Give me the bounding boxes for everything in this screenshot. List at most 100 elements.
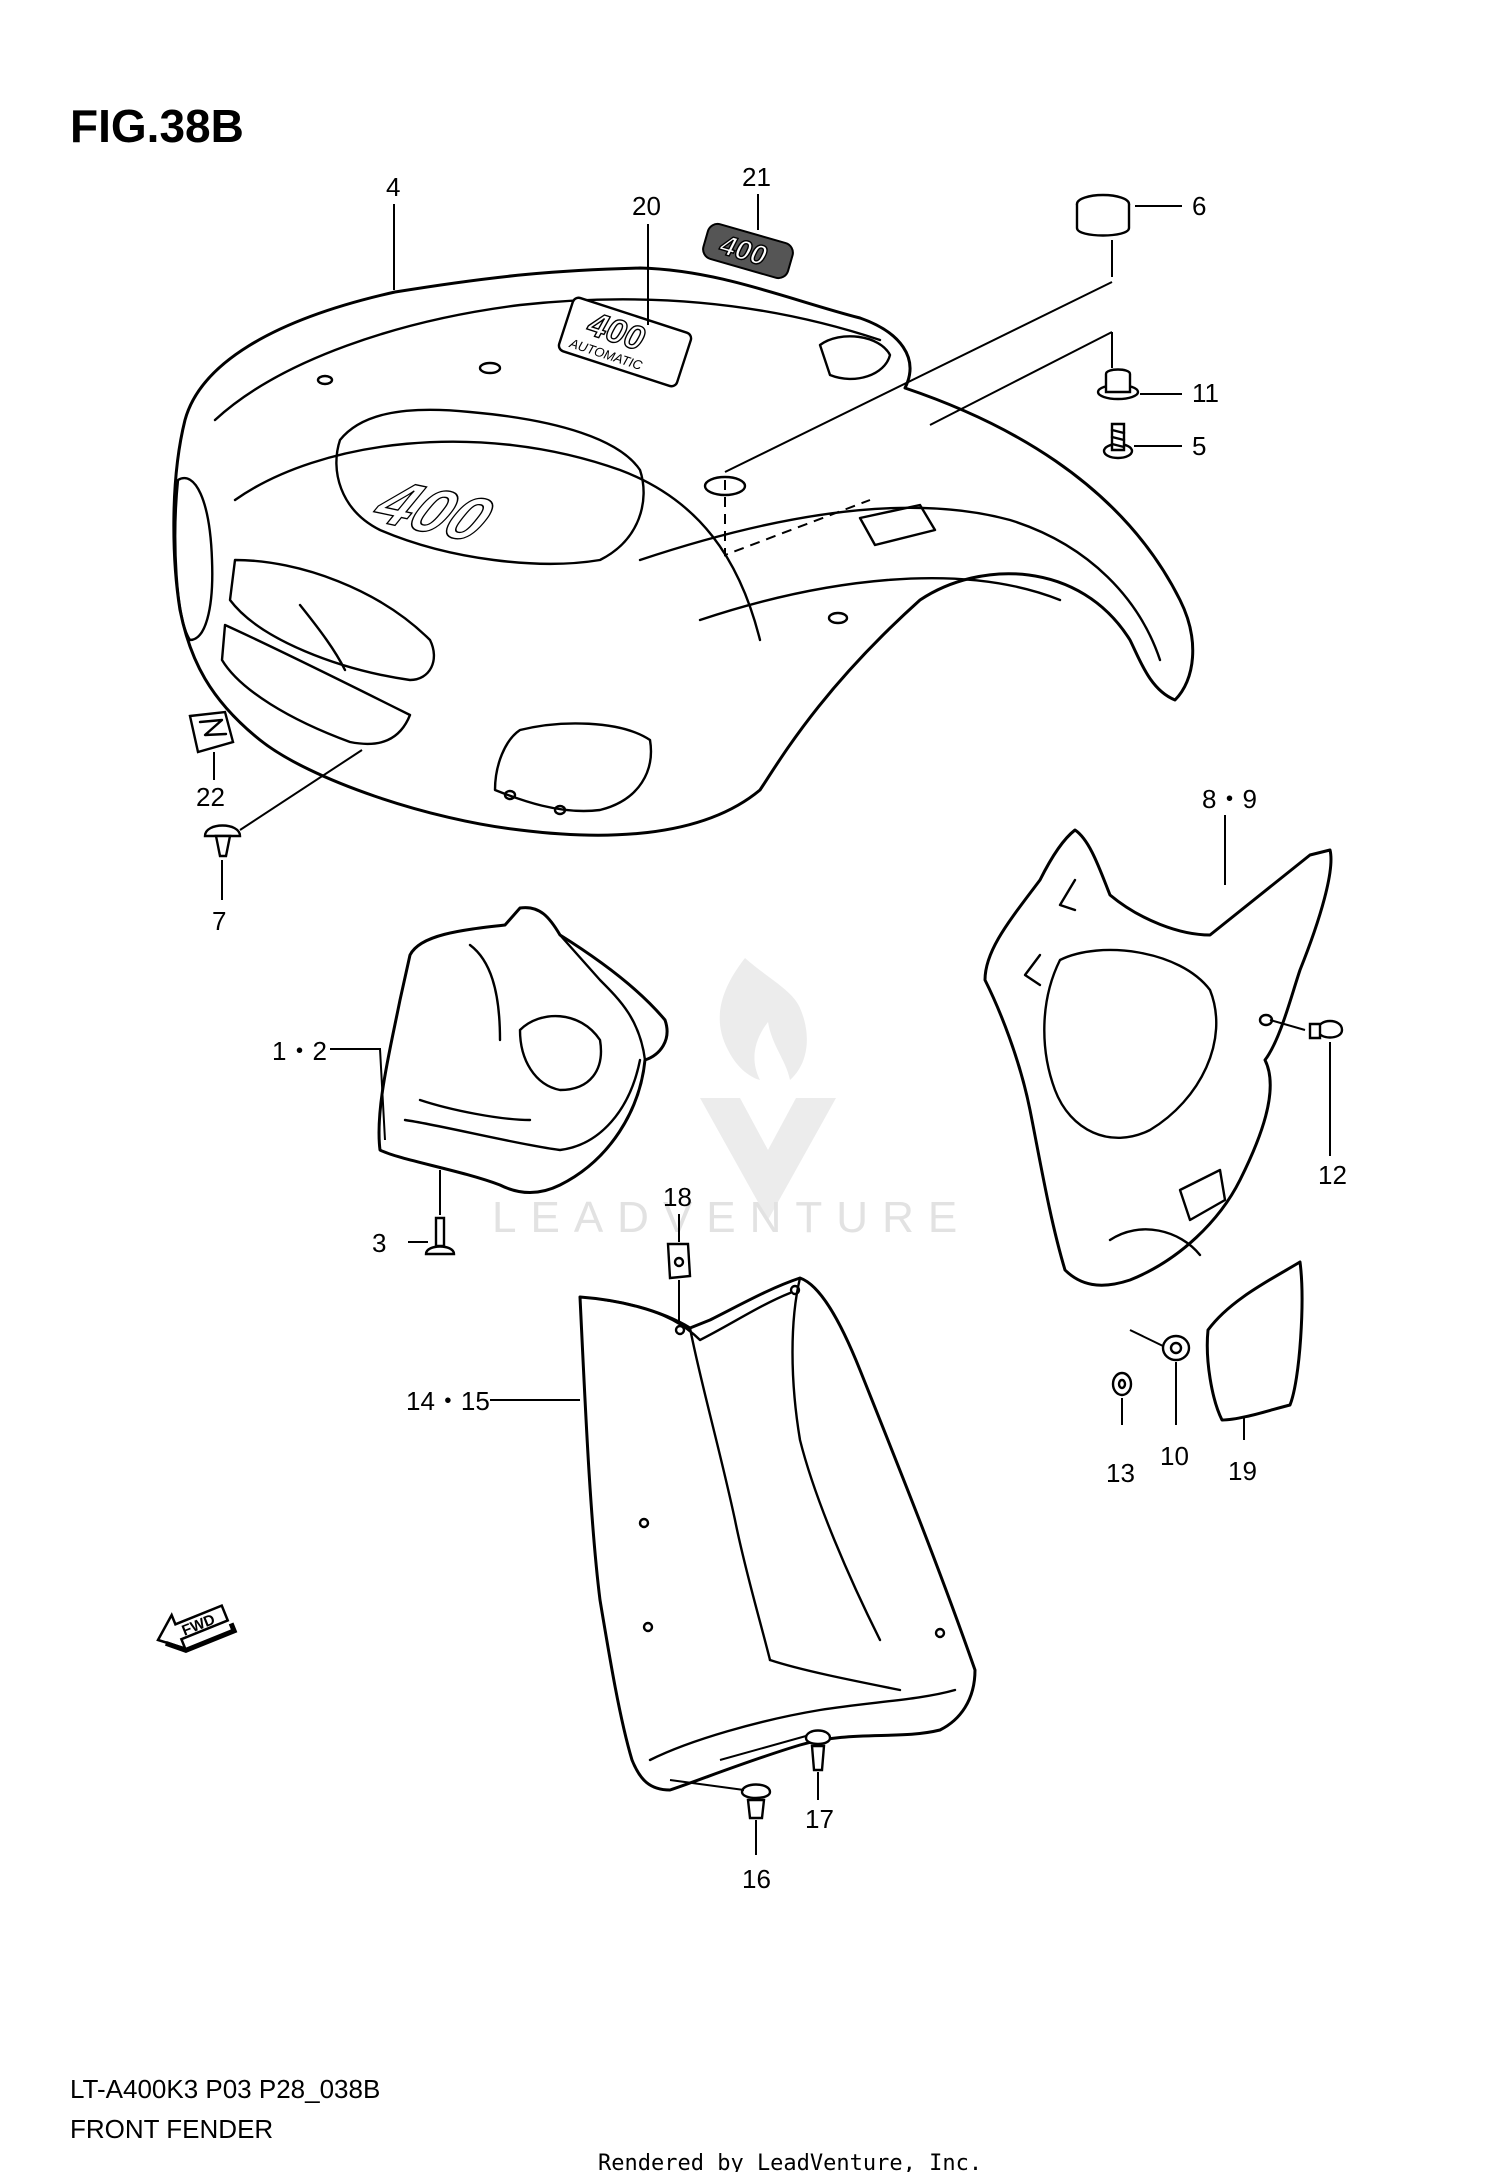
front-fender-part[interactable]: 400 bbox=[172, 266, 1195, 837]
lid-19-outline bbox=[1205, 1260, 1304, 1422]
grille-lower-slot bbox=[220, 623, 412, 746]
right-panel-outline bbox=[983, 828, 1333, 1287]
watermark-flame-icon bbox=[719, 958, 807, 1080]
clip-16-shank bbox=[746, 1798, 766, 1820]
mud-guard-lower-lip bbox=[648, 1688, 957, 1762]
right-vent bbox=[858, 503, 937, 547]
callout-21: 21 bbox=[742, 162, 771, 192]
callout-6: 6 bbox=[1192, 191, 1206, 221]
mud-guard-inner-line bbox=[791, 1276, 882, 1642]
mount-dashed-line bbox=[724, 480, 871, 557]
watermark-text: LEADVENTURE bbox=[492, 1193, 971, 1242]
bolt-5-thread bbox=[1110, 428, 1126, 449]
leader-16-to-guard bbox=[669, 1779, 745, 1791]
mud-guard-hole bbox=[674, 1324, 686, 1336]
callout-20: 20 bbox=[632, 191, 661, 221]
callout-16: 16 bbox=[742, 1864, 771, 1894]
bolt-17-shank bbox=[810, 1744, 826, 1772]
callout-13: 13 bbox=[1106, 1458, 1135, 1488]
leader-7-to-fender bbox=[239, 749, 363, 831]
callout-10: 10 bbox=[1160, 1441, 1189, 1471]
forward-arrow-icon: FWD bbox=[156, 1603, 238, 1653]
clip-16-part[interactable] bbox=[740, 1783, 772, 1820]
grille-bar bbox=[298, 603, 347, 672]
callout-19: 19 bbox=[1228, 1456, 1257, 1486]
callout-8-9: 8・9 bbox=[1202, 784, 1257, 814]
figure-title: FIG.38B bbox=[70, 100, 244, 152]
figure-caption: FRONT FENDER bbox=[70, 2114, 273, 2144]
inner-front-fender-part[interactable] bbox=[377, 906, 669, 1194]
leader-12 bbox=[1269, 1019, 1306, 1031]
clip-12-shank bbox=[1308, 1022, 1322, 1040]
inner-fender-wall bbox=[558, 933, 647, 1062]
clip-18-hole bbox=[673, 1256, 685, 1268]
cushion-part[interactable] bbox=[1075, 193, 1131, 237]
mud-guard-top-lip bbox=[603, 1291, 792, 1342]
credit-line: Rendered by LeadVenture, Inc. bbox=[598, 2151, 982, 2172]
left-side-recess bbox=[174, 477, 214, 642]
mount-leader-right bbox=[929, 331, 1113, 426]
leadventure-watermark: LEADVENTURE bbox=[492, 958, 971, 1242]
inner-fender-fold bbox=[468, 943, 502, 1042]
screw-3-part[interactable] bbox=[424, 1216, 456, 1256]
mount-leader-left bbox=[724, 281, 1113, 473]
callout-12: 12 bbox=[1318, 1160, 1347, 1190]
mud-guard-channel bbox=[768, 1658, 902, 1692]
fwd-arrow-shadow bbox=[164, 1622, 238, 1653]
inner-fender-opening bbox=[518, 1014, 603, 1092]
screw-3-head bbox=[424, 1245, 456, 1256]
mud-guard-outline bbox=[578, 1276, 977, 1792]
clip-12-part[interactable] bbox=[1308, 1019, 1344, 1040]
lid-19-part[interactable] bbox=[1205, 1260, 1304, 1422]
callout-22: 22 bbox=[196, 782, 225, 812]
right-panel-lower-slot bbox=[1178, 1168, 1227, 1222]
emblem-400-part[interactable]: 400 bbox=[701, 222, 796, 281]
callout-17: 17 bbox=[805, 1804, 834, 1834]
clip-16-head bbox=[740, 1783, 772, 1800]
mud-guard-hole bbox=[642, 1621, 654, 1633]
callout-1-2: 1・2 bbox=[272, 1036, 327, 1066]
bolt-5-part[interactable] bbox=[1102, 422, 1134, 460]
leader-10-to-panel bbox=[1129, 1329, 1164, 1347]
fender-small-hole bbox=[316, 374, 334, 386]
clip-12-head bbox=[1316, 1019, 1344, 1039]
inner-fender-floor bbox=[418, 1098, 532, 1122]
fender-crest-line bbox=[213, 298, 882, 422]
mud-guard-part[interactable] bbox=[578, 1276, 977, 1792]
grommet-10-body bbox=[1161, 1334, 1191, 1362]
screw-7-part[interactable] bbox=[203, 824, 242, 858]
collar-part[interactable] bbox=[1096, 368, 1140, 401]
callout-11: 11 bbox=[1192, 378, 1219, 408]
grommet-10-part[interactable] bbox=[1161, 1334, 1191, 1362]
inner-fender-rim bbox=[403, 1058, 642, 1152]
emblem-21-plate bbox=[702, 222, 794, 280]
screw-7-shank bbox=[214, 834, 232, 858]
washer-13-hole bbox=[1117, 1378, 1127, 1390]
washer-13-ring bbox=[1111, 1371, 1133, 1397]
clip-18-part[interactable] bbox=[666, 1242, 692, 1280]
fender-small-hole bbox=[503, 789, 517, 801]
mud-guard-hole bbox=[789, 1284, 801, 1296]
bolt-17-head bbox=[804, 1729, 832, 1746]
right-panel-tab-lower bbox=[1023, 953, 1042, 987]
inner-panel-right-part[interactable] bbox=[983, 828, 1333, 1287]
leader-17-to-guard bbox=[719, 1735, 807, 1761]
clip-22-body bbox=[188, 710, 235, 754]
bolt-17-part[interactable] bbox=[804, 1729, 832, 1772]
collar-body bbox=[1104, 368, 1132, 394]
fwd-arrow-shape bbox=[156, 1603, 230, 1651]
fender-small-hole bbox=[478, 361, 502, 375]
clip-22-zigzag bbox=[198, 718, 228, 737]
emblem-20-plate bbox=[557, 296, 693, 388]
fender-side-sweep-2 bbox=[698, 577, 1062, 622]
mud-guard-hole bbox=[638, 1517, 650, 1529]
washer-13-part[interactable] bbox=[1111, 1371, 1133, 1397]
leader-1-2 bbox=[330, 1048, 386, 1141]
right-panel-mid-recess bbox=[1108, 1228, 1202, 1257]
cushion-body bbox=[1075, 204, 1131, 237]
emblem-clip-part[interactable] bbox=[188, 710, 235, 754]
callout-14-15: 14・15 bbox=[406, 1386, 490, 1416]
emblem-21-number: 400 bbox=[716, 229, 771, 272]
screw-3-shank bbox=[434, 1216, 446, 1248]
